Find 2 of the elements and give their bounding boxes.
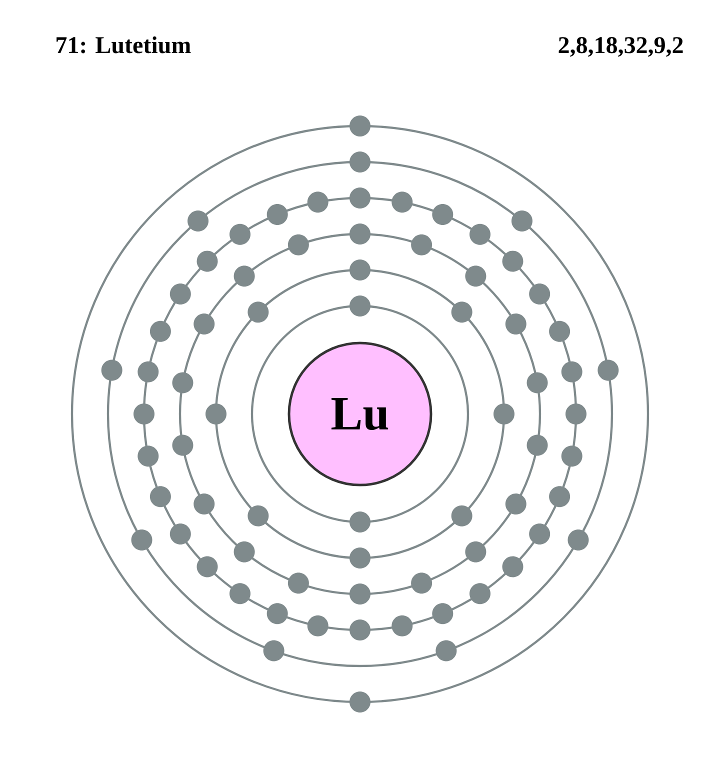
title: 71: Lutetium: [56, 36, 191, 54]
electron-configuration: 2,8,18,32,9,2: [558, 37, 683, 57]
